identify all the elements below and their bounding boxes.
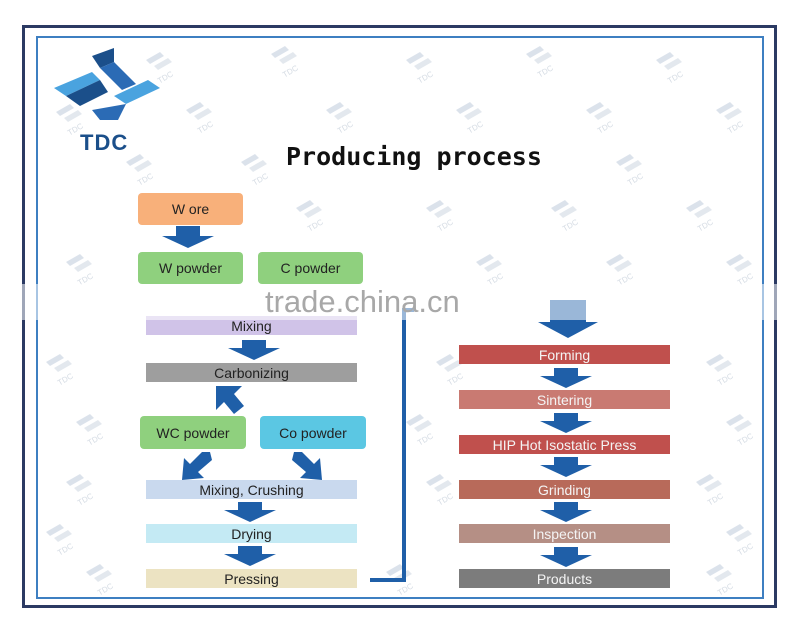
watermark-tdc-icon: TDC: [406, 414, 435, 447]
watermark-tdc-icon: TDC: [586, 102, 615, 135]
svg-text:TDC: TDC: [196, 119, 215, 135]
watermark-tdc-icon: TDC: [426, 474, 455, 507]
step-drying: Drying: [146, 524, 357, 543]
step-c-powder: C powder: [258, 252, 363, 284]
watermark-tdc-icon: TDC: [436, 354, 465, 387]
svg-text:TDC: TDC: [416, 431, 435, 447]
svg-text:TDC: TDC: [536, 63, 555, 79]
step-carbonizing: Carbonizing: [146, 363, 357, 382]
page-title: Producing process: [286, 142, 542, 171]
arrow-down-icon: [228, 340, 280, 360]
watermark-tdc-icon: TDC: [426, 200, 455, 233]
svg-text:TDC: TDC: [736, 541, 755, 557]
svg-text:TDC: TDC: [136, 171, 155, 187]
svg-text:TDC: TDC: [436, 491, 455, 507]
connector-line: [370, 308, 414, 582]
watermark-tdc-icon: TDC: [296, 200, 325, 233]
tdc-logo-icon: [54, 48, 160, 120]
watermark-banner: [0, 284, 800, 320]
step-forming: Forming: [459, 345, 670, 364]
watermark-tdc-icon: TDC: [76, 414, 105, 447]
watermark-tdc-icon: TDC: [706, 354, 735, 387]
step-sintering: Sintering: [459, 390, 670, 409]
step-co-powder: Co powder: [260, 416, 366, 449]
svg-text:TDC: TDC: [416, 69, 435, 85]
watermark-tdc-icon: TDC: [551, 200, 580, 233]
arrow-down-icon: [540, 547, 592, 567]
watermark-tdc-icon: TDC: [271, 46, 300, 79]
step-w-ore: W ore: [138, 193, 243, 225]
step-w-powder: W powder: [138, 252, 243, 284]
step-grinding: Grinding: [459, 480, 670, 499]
svg-text:TDC: TDC: [716, 581, 735, 597]
arrow-down-icon: [224, 546, 276, 566]
svg-text:TDC: TDC: [696, 217, 715, 233]
watermark-tdc-icon: TDC: [241, 154, 270, 187]
watermark-tdc-icon: TDC: [146, 52, 175, 85]
watermark-tdc-icon: TDC: [46, 524, 75, 557]
watermark-tdc-icon: TDC: [476, 254, 505, 287]
watermark-tdc-icon: TDC: [56, 104, 85, 137]
svg-text:TDC: TDC: [251, 171, 270, 187]
step-pressing: Pressing: [146, 569, 357, 588]
svg-text:TDC: TDC: [666, 69, 685, 85]
watermark-tdc-icon: TDC: [686, 200, 715, 233]
arrow-down-icon: [540, 413, 592, 433]
watermark-tdc-icon: TDC: [126, 154, 155, 187]
watermark-tdc-icon: TDC: [726, 524, 755, 557]
arrow-down-icon: [540, 368, 592, 388]
svg-text:TDC: TDC: [466, 119, 485, 135]
arrow-down-icon: [162, 226, 214, 248]
arrow-down-icon: [224, 502, 276, 522]
watermark-tdc-icon: TDC: [726, 254, 755, 287]
watermark-tdc-icon: TDC: [326, 102, 355, 135]
arrow-down-icon: [540, 457, 592, 477]
watermark-tdc-icon: TDC: [66, 254, 95, 287]
step-wc-powder: WC powder: [140, 416, 246, 449]
arrow-diagonal-icon: [216, 386, 244, 414]
svg-text:TDC: TDC: [626, 171, 645, 187]
watermark-tdc-icon: TDC: [726, 414, 755, 447]
watermark-tdc-icon: TDC: [716, 102, 745, 135]
svg-text:TDC: TDC: [716, 371, 735, 387]
watermark-banner-text: trade.china.cn: [265, 284, 460, 319]
watermark-tdc-icon: TDC: [406, 52, 435, 85]
svg-text:TDC: TDC: [86, 431, 105, 447]
watermark-tdc-icon: TDC: [606, 254, 635, 287]
watermark-tdc-icon: TDC: [86, 564, 115, 597]
svg-text:TDC: TDC: [56, 371, 75, 387]
watermark-tdc-icon: TDC: [526, 46, 555, 79]
svg-text:TDC: TDC: [56, 541, 75, 557]
watermark-tdc-icon: TDC: [616, 154, 645, 187]
watermark-tdc-icon: TDC: [186, 102, 215, 135]
svg-text:TDC: TDC: [436, 217, 455, 233]
svg-text:TDC: TDC: [281, 63, 300, 79]
svg-text:TDC: TDC: [706, 491, 725, 507]
watermark-tdc-icon: TDC: [656, 52, 685, 85]
arrow-diagonal-icon: [182, 452, 212, 480]
svg-text:TDC: TDC: [96, 581, 115, 597]
step-mixing: Mixing: [146, 316, 357, 335]
step-inspection: Inspection: [459, 524, 670, 543]
watermark-tdc-icon: TDC: [66, 474, 95, 507]
svg-text:TDC: TDC: [336, 119, 355, 135]
watermark-tdc-icon: TDC: [696, 474, 725, 507]
svg-text:TDC: TDC: [596, 119, 615, 135]
svg-text:TDC: TDC: [76, 491, 95, 507]
svg-text:TDC: TDC: [306, 217, 325, 233]
watermark-tdc-icon: TDC: [706, 564, 735, 597]
logo-text: TDC: [80, 130, 129, 155]
watermark-tdc-icon: TDC: [46, 354, 75, 387]
svg-text:TDC: TDC: [736, 431, 755, 447]
arrow-diagonal-icon: [292, 452, 322, 480]
svg-text:TDC: TDC: [561, 217, 580, 233]
step-products: Products: [459, 569, 670, 588]
step-mixing-crushing: Mixing, Crushing: [146, 480, 357, 499]
svg-text:TDC: TDC: [726, 119, 745, 135]
step-hip: HIP Hot Isostatic Press: [459, 435, 670, 454]
arrow-down-icon: [540, 502, 592, 522]
watermark-tdc-icon: TDC: [456, 102, 485, 135]
svg-text:TDC: TDC: [446, 371, 465, 387]
